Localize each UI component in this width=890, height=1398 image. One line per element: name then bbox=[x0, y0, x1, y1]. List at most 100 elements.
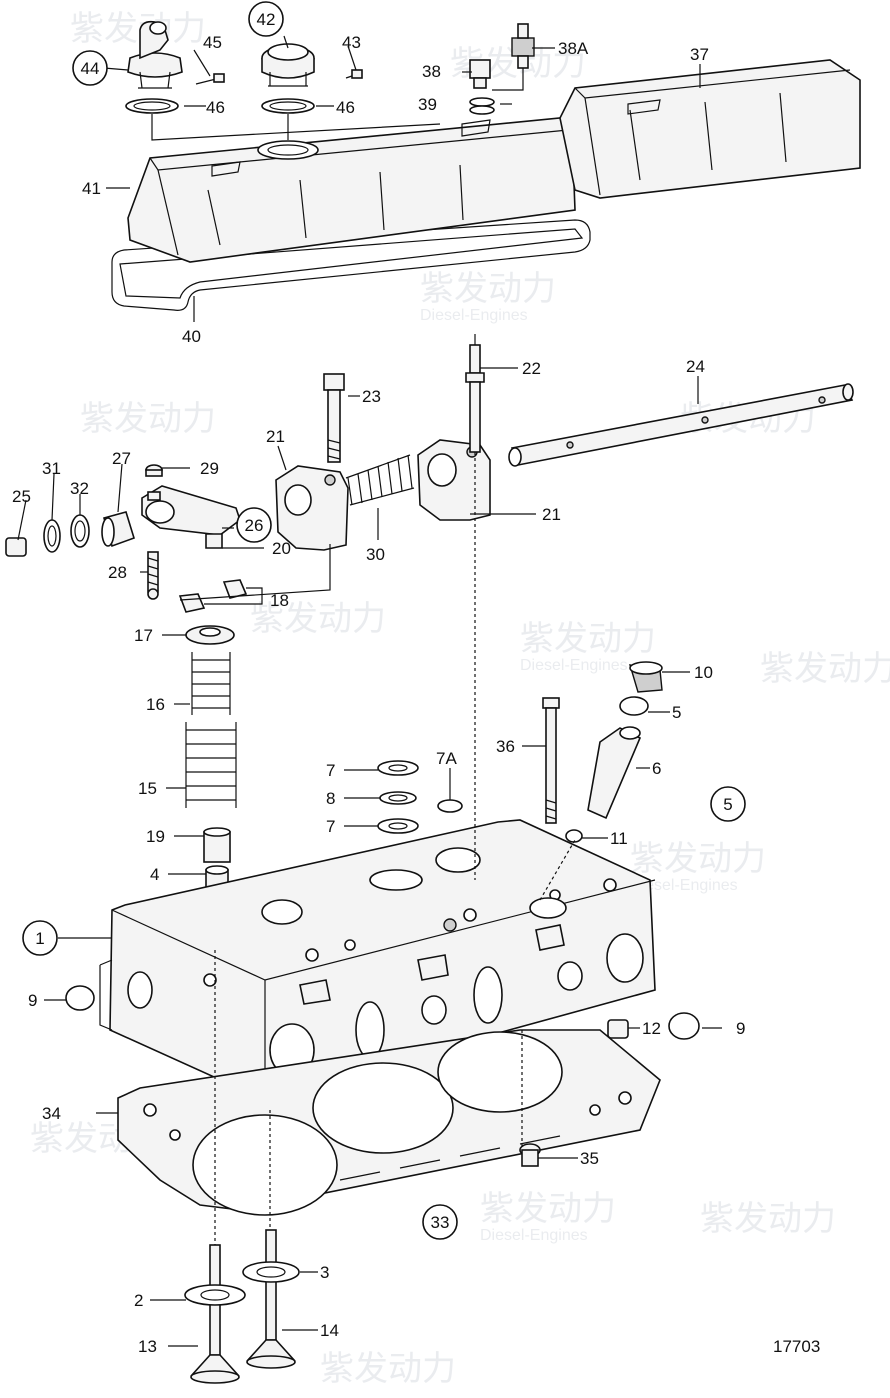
callout-13: 13 bbox=[138, 1337, 157, 1356]
callout-3: 3 bbox=[320, 1263, 329, 1282]
callout-4: 4 bbox=[150, 865, 159, 884]
callout-circle bbox=[710, 786, 746, 822]
callout-45: 45 bbox=[203, 33, 222, 52]
callout-16: 16 bbox=[146, 695, 165, 714]
callout-7: 7 bbox=[326, 817, 335, 836]
watermark-brand: 紫发动力 bbox=[320, 1350, 456, 1388]
intake-exhaust-valves bbox=[184, 1229, 300, 1384]
watermark-sub: Diesel-Engines bbox=[420, 307, 528, 324]
oil-filler-cap-with-breather bbox=[127, 20, 183, 89]
callout-25: 25 bbox=[12, 487, 31, 506]
bolt-36 bbox=[542, 697, 560, 824]
leader-lines bbox=[17, 35, 722, 1347]
callout-39: 39 bbox=[418, 95, 437, 114]
callout-32: 32 bbox=[70, 479, 89, 498]
callout-30: 30 bbox=[366, 545, 385, 564]
cylinder-head bbox=[99, 819, 656, 1101]
diagram-number: 17703 bbox=[773, 1337, 820, 1356]
watermark-brand: 紫发动力 bbox=[700, 1200, 836, 1238]
circled-callouts bbox=[22, 1, 746, 1240]
callout-38: 38 bbox=[422, 62, 441, 81]
callout-circle bbox=[22, 920, 58, 956]
watermark-sub: Diesel-Engines bbox=[520, 657, 628, 674]
spring-retainer bbox=[185, 625, 235, 645]
callout-38A: 38A bbox=[558, 39, 589, 58]
watermark-brand: 紫发动力 bbox=[70, 10, 206, 48]
watermark-brand: 紫发动力 bbox=[80, 400, 216, 438]
callout-6: 6 bbox=[652, 759, 661, 778]
callout-41: 41 bbox=[82, 179, 101, 198]
watermark-brand: 紫发动力 bbox=[760, 650, 890, 688]
callout-11: 11 bbox=[610, 829, 628, 848]
callout-44: 44 bbox=[81, 59, 100, 78]
callout-42: 42 bbox=[257, 10, 276, 29]
adjusting-screw bbox=[147, 551, 159, 600]
cylinder-head-gasket bbox=[117, 1029, 661, 1216]
callout-20: 20 bbox=[272, 539, 291, 558]
callout-28: 28 bbox=[108, 563, 127, 582]
watermark-brand: 紫发动力 bbox=[250, 600, 386, 638]
callout-2: 2 bbox=[134, 1291, 143, 1310]
callout-12: 12 bbox=[642, 1019, 661, 1038]
plugs-9-12 bbox=[65, 985, 700, 1040]
callout-35: 35 bbox=[580, 1149, 599, 1168]
callout-circle bbox=[236, 507, 272, 543]
callout-26: 26 bbox=[245, 516, 264, 535]
callout-46: 46 bbox=[336, 98, 355, 117]
rocker-cover-left bbox=[127, 117, 576, 263]
callout-8: 8 bbox=[326, 789, 335, 808]
callout-40: 40 bbox=[182, 327, 201, 346]
callout-24: 24 bbox=[686, 357, 705, 376]
valve-springs bbox=[185, 652, 237, 808]
callout-21: 21 bbox=[542, 505, 561, 524]
callout-circle bbox=[422, 1204, 458, 1240]
callout-19: 19 bbox=[146, 827, 165, 846]
stud-22 bbox=[465, 334, 485, 453]
callout-43: 43 bbox=[342, 33, 361, 52]
callout-5: 5 bbox=[672, 703, 681, 722]
callout-27: 27 bbox=[112, 449, 131, 468]
callout-34: 34 bbox=[42, 1104, 61, 1123]
callout-22: 22 bbox=[522, 359, 541, 378]
rocker-spring bbox=[345, 454, 415, 506]
callout-29: 29 bbox=[200, 459, 219, 478]
bolt-23 bbox=[323, 373, 345, 463]
watermark-sub: Diesel-Engines bbox=[480, 1227, 588, 1244]
valve-keepers bbox=[178, 579, 248, 613]
sensor-and-nipple bbox=[469, 23, 535, 115]
callout-23: 23 bbox=[362, 387, 381, 406]
washers-7-8 bbox=[377, 760, 463, 834]
callout-9: 9 bbox=[28, 991, 37, 1010]
callout-14: 14 bbox=[320, 1321, 339, 1340]
watermark-brand: 紫发动力 bbox=[480, 1190, 616, 1228]
callout-circle bbox=[248, 1, 284, 37]
watermark-brand: 紫发动力 bbox=[420, 270, 556, 308]
cap-screws-and-seals bbox=[125, 69, 363, 114]
rocker-end-parts bbox=[5, 464, 163, 557]
callout-5: 5 bbox=[723, 795, 732, 814]
rocker-cover-right bbox=[559, 59, 861, 199]
callout-9: 9 bbox=[736, 1019, 745, 1038]
callout-21: 21 bbox=[266, 427, 285, 446]
rocker-arm bbox=[141, 485, 241, 549]
callout-33: 33 bbox=[431, 1213, 450, 1232]
callout-31: 31 bbox=[42, 459, 61, 478]
watermark-brand: 紫发动力 bbox=[520, 620, 656, 658]
callout-7: 7 bbox=[326, 761, 335, 780]
callout-labels: 44 42 45 43 46 46 38 38A 39 37 41 40 22 … bbox=[12, 10, 820, 1356]
callout-46: 46 bbox=[206, 98, 225, 117]
watermark-brand: 紫发动力 bbox=[630, 840, 766, 878]
callout-37: 37 bbox=[690, 45, 709, 64]
oil-filler-cap bbox=[261, 43, 315, 87]
rocker-bracket-left bbox=[275, 465, 349, 551]
callout-15: 15 bbox=[138, 779, 157, 798]
callout-7A: 7A bbox=[436, 749, 457, 768]
callout-18: 18 bbox=[270, 591, 289, 610]
callout-circle bbox=[72, 50, 108, 86]
callout-36: 36 bbox=[496, 737, 515, 756]
valve-stem-seal bbox=[203, 827, 231, 863]
callout-10: 10 bbox=[694, 663, 713, 682]
rocker-shaft bbox=[508, 383, 854, 467]
callout-1: 1 bbox=[35, 929, 44, 948]
